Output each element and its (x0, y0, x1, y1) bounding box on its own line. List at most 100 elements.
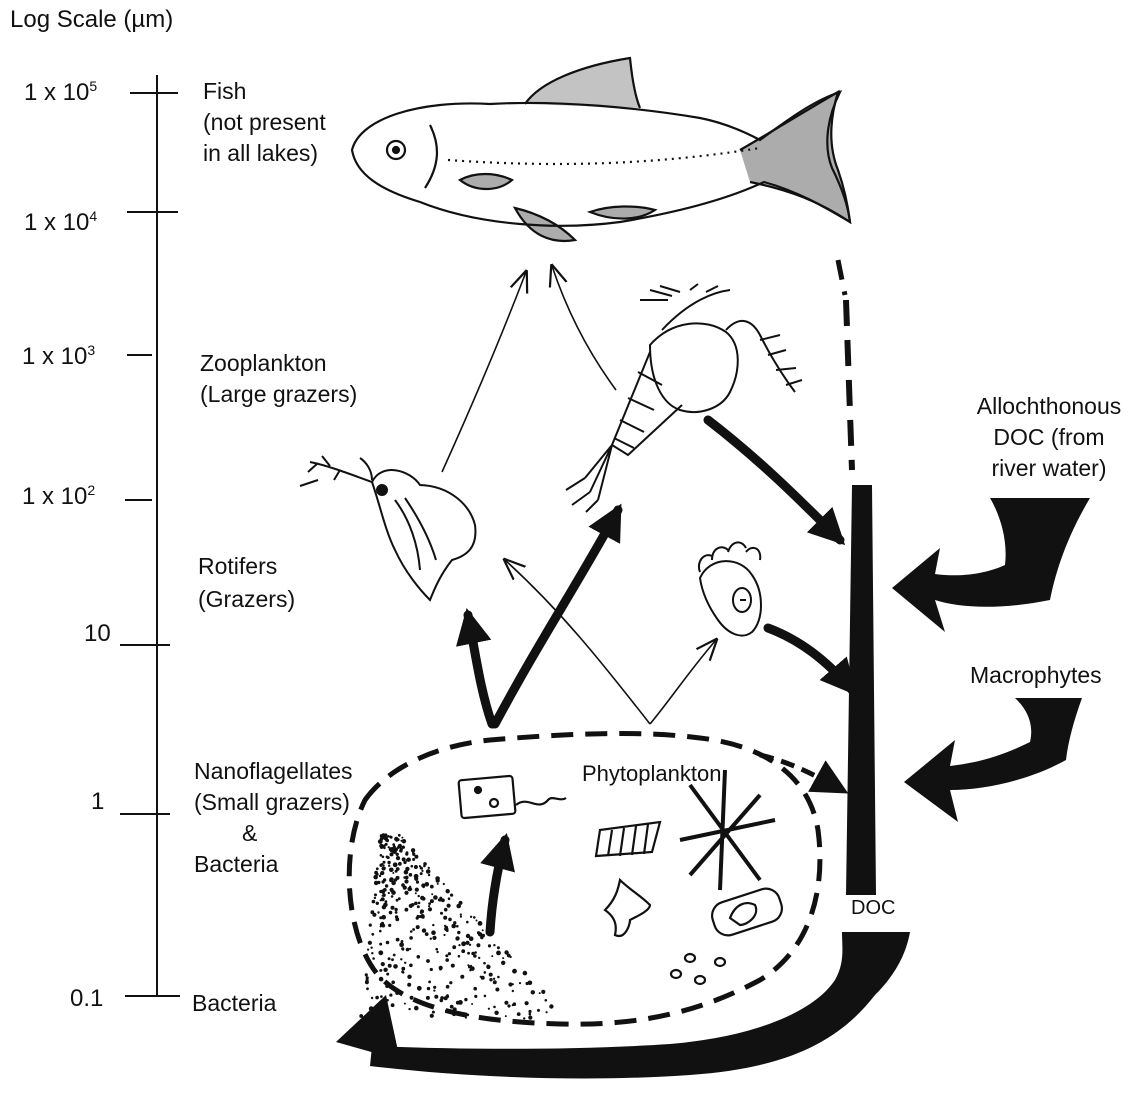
bacteria-dot (432, 1011, 435, 1014)
bacteria-dot (444, 908, 448, 912)
bacteria-dot (461, 949, 465, 953)
bacteria-dot (404, 1003, 406, 1005)
bacteria-dot (389, 868, 394, 873)
tick-label-1e4: 1 x 104 (24, 208, 97, 237)
macrophytes-label: Macrophytes (970, 662, 1102, 689)
bacteria-dot (396, 853, 399, 856)
bacteria-dot (507, 1004, 510, 1007)
bacteria-dot (386, 973, 389, 976)
bacteria-dot (380, 854, 383, 857)
bacteria-dot (410, 996, 414, 1000)
bacteria-dot (458, 1000, 463, 1005)
bacteria-dot (486, 965, 490, 969)
bacteria-dot (404, 891, 408, 895)
bacteria-dot (379, 916, 382, 919)
bacteria-dot (409, 964, 413, 968)
bacteria-dot (478, 921, 483, 926)
bacteria-dot (450, 894, 453, 897)
bacteria-dot (484, 971, 487, 974)
bacteria-dot (433, 990, 435, 992)
bacteria-dot (365, 973, 368, 976)
bacteria-dot (380, 969, 383, 972)
bacteria-dot (371, 997, 373, 999)
bacteria-dot (427, 869, 430, 872)
bacteria-dot (430, 885, 434, 889)
bacteria-dot (414, 1006, 419, 1011)
bacteria-dot (417, 905, 420, 908)
bacteria-dot (409, 948, 411, 950)
bacteria-dot (393, 954, 396, 957)
bacteria-dot (488, 944, 491, 947)
tick-label-10: 10 (84, 620, 111, 648)
bacteria-dot (451, 964, 455, 968)
bacteria-dot (437, 883, 439, 885)
bacteria-dot (377, 911, 379, 913)
bacteria-dot (529, 1013, 532, 1016)
bacteria-dot (375, 996, 379, 1000)
bacteria-dot (502, 957, 504, 959)
phytoplankton-label: Phytoplankton (582, 761, 721, 787)
bacteria-dot (411, 848, 415, 852)
bacteria-dot (428, 867, 430, 869)
bacteria-dot (403, 861, 406, 864)
bacteria-dot (546, 1011, 548, 1013)
bacteria-dot (404, 870, 409, 875)
bacteria-dot (376, 902, 379, 905)
bacteria-dot (428, 905, 430, 907)
bacteria-dot (390, 849, 393, 852)
bacteria-dot (473, 987, 477, 991)
bacteria-dot (384, 833, 387, 836)
bacteria-dot (528, 1010, 531, 1013)
nanoflagellates-label: Nanoflagellates (Small grazers) & Bacter… (194, 758, 353, 879)
bacteria-dot (402, 839, 406, 843)
bacteria-dot (389, 911, 393, 915)
bacteria-dot (371, 933, 374, 936)
bacteria-dot (383, 888, 387, 892)
bacteria-dot (391, 890, 396, 895)
bacteria-dot (523, 971, 528, 976)
bacteria-dot (387, 861, 390, 864)
bacteria-dot (420, 909, 424, 913)
bacteria-dot (497, 976, 500, 979)
bacteria-dot (466, 934, 470, 938)
bacteria-dot (460, 916, 462, 918)
bacteria-dot (525, 1001, 529, 1005)
bacteria-dot (426, 996, 430, 1000)
bacteria-dot (396, 899, 399, 902)
recycle-arrowhead (336, 995, 400, 1060)
bacteria-dot (505, 1015, 507, 1017)
bacteria-label: Bacteria (192, 990, 276, 1017)
bacteria-dot (494, 1011, 498, 1015)
bacteria-stipple (359, 833, 553, 1019)
bacteria-dot (414, 865, 418, 869)
bacteria-dot (469, 944, 471, 946)
bacteria-dot (385, 884, 388, 887)
bacteria-dot (392, 906, 394, 908)
fish-label: Fish(not presentin all lakes) (203, 78, 326, 167)
bacteria-dot (383, 867, 386, 870)
bacteria-dot (428, 907, 432, 911)
bacteria-dot (392, 872, 394, 874)
bacteria-dot (397, 846, 400, 849)
bacteria-dot (368, 941, 372, 945)
bacteria-dot (443, 916, 447, 920)
bacteria-dot (432, 924, 434, 926)
bacteria-dot (434, 995, 438, 999)
bacteria-dot (433, 895, 438, 900)
bacteria-dot (378, 950, 383, 955)
bacteria-dot (407, 858, 411, 862)
bacteria-dot (407, 975, 411, 979)
bacteria-dot (481, 976, 485, 980)
bacteria-dot (393, 862, 398, 867)
bacteria-dot (379, 875, 381, 877)
bacteria-dot (416, 888, 418, 890)
bacteria-dot (415, 892, 417, 894)
bacteria-dot (491, 955, 493, 957)
bacteria-dot (425, 932, 429, 936)
bacteria-dot (436, 951, 438, 953)
bacteria-dot (460, 975, 464, 979)
bacteria-dot (401, 971, 404, 974)
bacteria-dot (388, 846, 390, 848)
bacteria-dot (381, 889, 383, 891)
bacteria-dot (388, 924, 391, 927)
